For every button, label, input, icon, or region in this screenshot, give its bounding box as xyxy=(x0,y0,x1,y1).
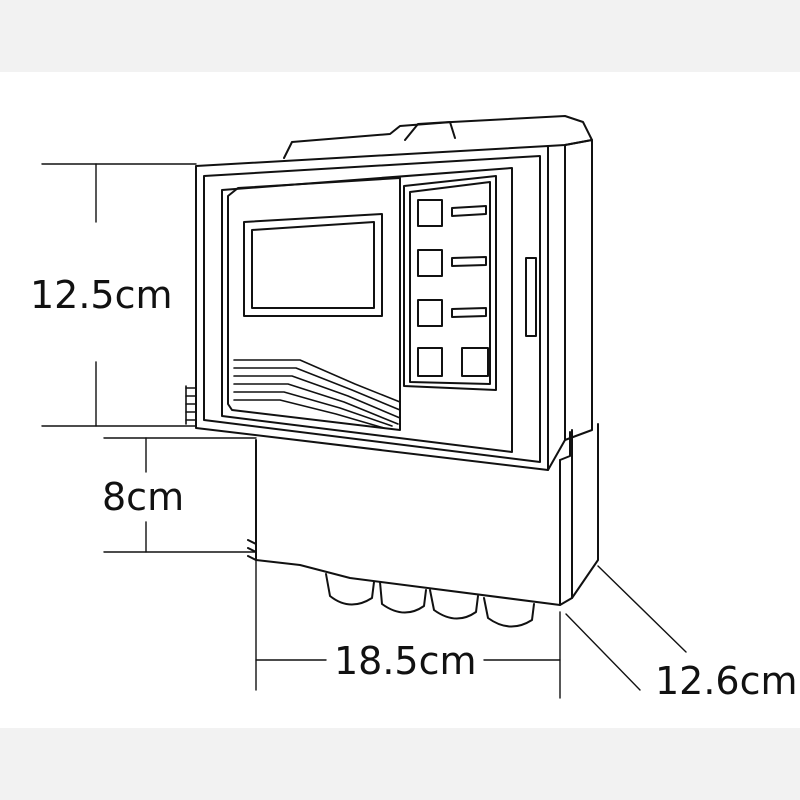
side-slot xyxy=(525,257,537,337)
display-screen xyxy=(243,213,383,317)
lower-housing xyxy=(247,423,599,606)
upper-housing xyxy=(195,139,593,471)
keypad-panel xyxy=(403,175,497,391)
lower-height-label: 8cm xyxy=(102,475,185,519)
dimension-lines xyxy=(41,163,687,699)
keypad-buttons xyxy=(417,199,489,377)
cable-glands xyxy=(325,573,535,628)
upper-height-label: 12.5cm xyxy=(30,273,173,317)
depth-label: 12.6cm xyxy=(655,659,798,703)
hinge-serration xyxy=(185,385,197,425)
face-panel xyxy=(221,167,513,453)
width-label: 18.5cm xyxy=(334,639,477,683)
top-clip xyxy=(283,115,593,159)
vent-slats xyxy=(233,359,401,429)
